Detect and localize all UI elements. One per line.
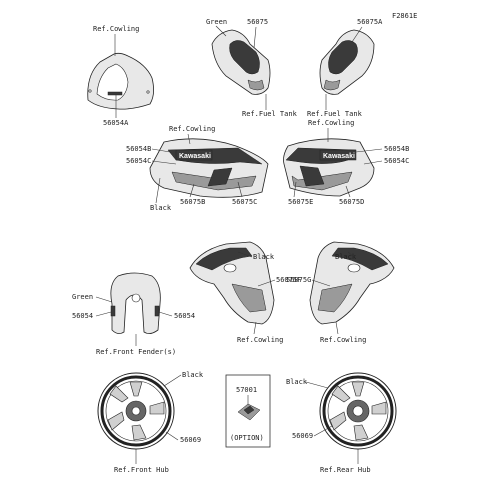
option-box — [225, 374, 271, 448]
label-56075e: 56075E — [288, 198, 313, 206]
label-56069-front: 56069 — [180, 436, 201, 444]
label-ref-cowling-mid-right: Ref.Cowling — [308, 119, 354, 127]
label-56054-left: 56054 — [72, 312, 93, 320]
decal-kawasaki-right-text: Kawasaki — [323, 153, 355, 160]
side-cowling-right-drawing: Kawasaki — [283, 138, 375, 197]
label-ref-front-hub: Ref.Front Hub — [114, 466, 169, 474]
label-56069-rear: 56069 — [292, 432, 313, 440]
label-56054b-left: 56054B — [126, 145, 151, 153]
label-green-fender: Green — [72, 293, 93, 301]
label-56054c-left: 56054C — [126, 157, 151, 165]
label-ref-front-fender: Ref.Front Fender(s) — [96, 348, 176, 356]
label-57001: 57001 — [236, 386, 257, 394]
label-ref-rear-hub: Ref.Rear Hub — [320, 466, 371, 474]
windscreen-decal-56054a — [107, 91, 123, 96]
label-56054-right: 56054 — [174, 312, 195, 320]
rear-wheel-drawing — [319, 372, 397, 450]
label-black-mid-left: Black — [150, 204, 172, 212]
label-black-fairing-left: Black — [253, 253, 275, 261]
front-wheel-drawing — [97, 372, 175, 450]
label-ref-cowling-bottom-right: Ref.Cowling — [320, 336, 366, 344]
label-black-fairing-right: Black — [335, 253, 357, 261]
label-ref-fuel-tank-right: Ref.Fuel Tank — [307, 110, 363, 118]
label-56075f: 56075F — [276, 276, 301, 284]
label-56054a: 56054A — [103, 119, 129, 127]
label-ref-cowling-bottom-left: Ref.Cowling — [237, 336, 283, 344]
front-fender-drawing — [110, 272, 161, 334]
fuel-tank-left-drawing — [211, 29, 271, 95]
label-option: (OPTION) — [230, 434, 264, 442]
label-ref-cowling-mid-left: Ref.Cowling — [169, 125, 215, 133]
label-56075a: 56075A — [357, 18, 383, 26]
label-56054b-right: 56054B — [384, 145, 409, 153]
decal-kawasaki-left — [175, 149, 213, 161]
decal-kawasaki-left-text: Kawasaki — [179, 153, 211, 160]
label-ref-cowling-top: Ref.Cowling — [93, 25, 139, 33]
label-56075-left: 56075 — [247, 18, 268, 26]
label-56075c: 56075C — [232, 198, 257, 206]
label-green-top: Green — [206, 18, 227, 26]
label-ref-fuel-tank-left: Ref.Fuel Tank — [242, 110, 298, 118]
fender-decal-left — [110, 305, 116, 317]
label-56075g: 56075G — [286, 276, 311, 284]
label-56075d: 56075D — [339, 198, 364, 206]
label-56054c-right: 56054C — [384, 157, 409, 165]
label-black-wheel-rear: Black — [286, 378, 308, 386]
label-black-wheel-front: Black — [182, 371, 204, 379]
windscreen-drawing — [87, 52, 154, 110]
label-56075b: 56075B — [180, 198, 205, 206]
upper-fairing-right-drawing — [309, 241, 395, 325]
figure-code: F2861E — [392, 12, 417, 20]
upper-fairing-left-drawing — [189, 241, 275, 325]
fuel-tank-right-drawing — [319, 29, 375, 95]
fender-decal-right — [154, 305, 160, 317]
decal-kawasaki-right — [319, 149, 357, 161]
tool-drawing — [237, 403, 261, 421]
side-cowling-left-drawing: Kawasaki — [149, 138, 269, 198]
